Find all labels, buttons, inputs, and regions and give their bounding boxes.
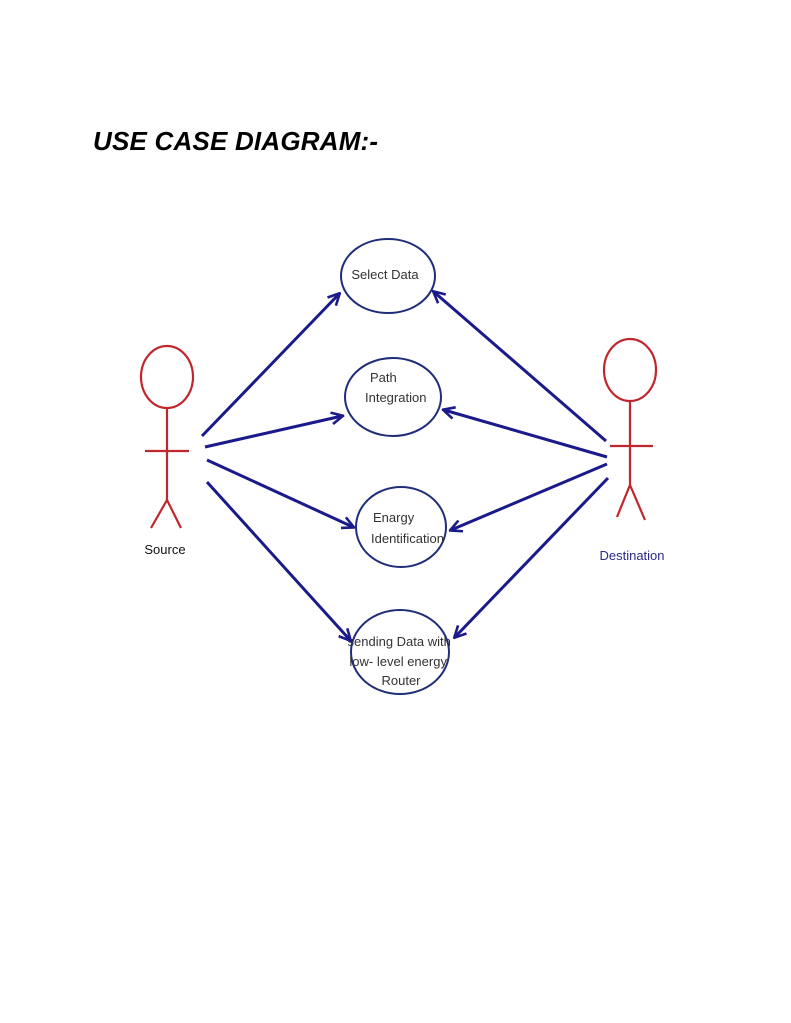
use-case-label-line: Router xyxy=(381,673,421,688)
source-actor-label: Source xyxy=(144,542,185,557)
association-arrow xyxy=(434,292,607,443)
svg-text:sending Data with low- l: sending Data with low- level energy Rout… xyxy=(348,634,455,688)
use-case-sending-data: sending Data with low- level energy Rout… xyxy=(348,609,455,695)
use-case-label-line: Enargy xyxy=(373,510,415,525)
association-arrow xyxy=(205,480,350,640)
destination-actor xyxy=(602,337,658,521)
use-case-path-integration: Path Integration xyxy=(344,357,442,437)
svg-text:Path Integration: Path Integration xyxy=(365,370,426,405)
page-title: USE CASE DIAGRAM:- xyxy=(93,126,379,156)
destination-actor-head xyxy=(602,337,658,403)
association-arrow xyxy=(455,476,610,637)
association-arrow xyxy=(444,410,608,459)
association-arrow xyxy=(206,458,353,527)
use-case-label-line: Identification xyxy=(371,531,444,546)
use-case-label-line: sending Data with xyxy=(348,634,451,649)
svg-text:Select Data: Select Data xyxy=(351,267,419,282)
use-case-label-line: Integration xyxy=(365,390,426,405)
svg-text:Enargy Identification: Enargy Identification xyxy=(371,510,444,546)
use-case-label-line: Select Data xyxy=(351,267,419,282)
source-associations xyxy=(200,294,353,640)
source-actor-left-leg xyxy=(150,499,168,529)
source-actor-head xyxy=(139,344,195,410)
source-actor-right-leg xyxy=(166,499,182,529)
association-arrow xyxy=(204,416,342,449)
association-arrow xyxy=(200,294,339,438)
association-arrow xyxy=(451,462,608,530)
destination-actor-label: Destination xyxy=(599,548,664,563)
destination-actor-left-leg xyxy=(615,484,632,518)
destination-actor-right-leg xyxy=(628,484,647,521)
use-case-label-line: low- level energy xyxy=(349,654,447,669)
use-case-label-line: Path xyxy=(370,370,397,385)
use-case-select-data: Select Data xyxy=(340,238,436,314)
source-actor xyxy=(139,344,195,529)
destination-associations xyxy=(434,292,610,637)
use-case-enargy-identification: Enargy Identification xyxy=(355,486,447,568)
